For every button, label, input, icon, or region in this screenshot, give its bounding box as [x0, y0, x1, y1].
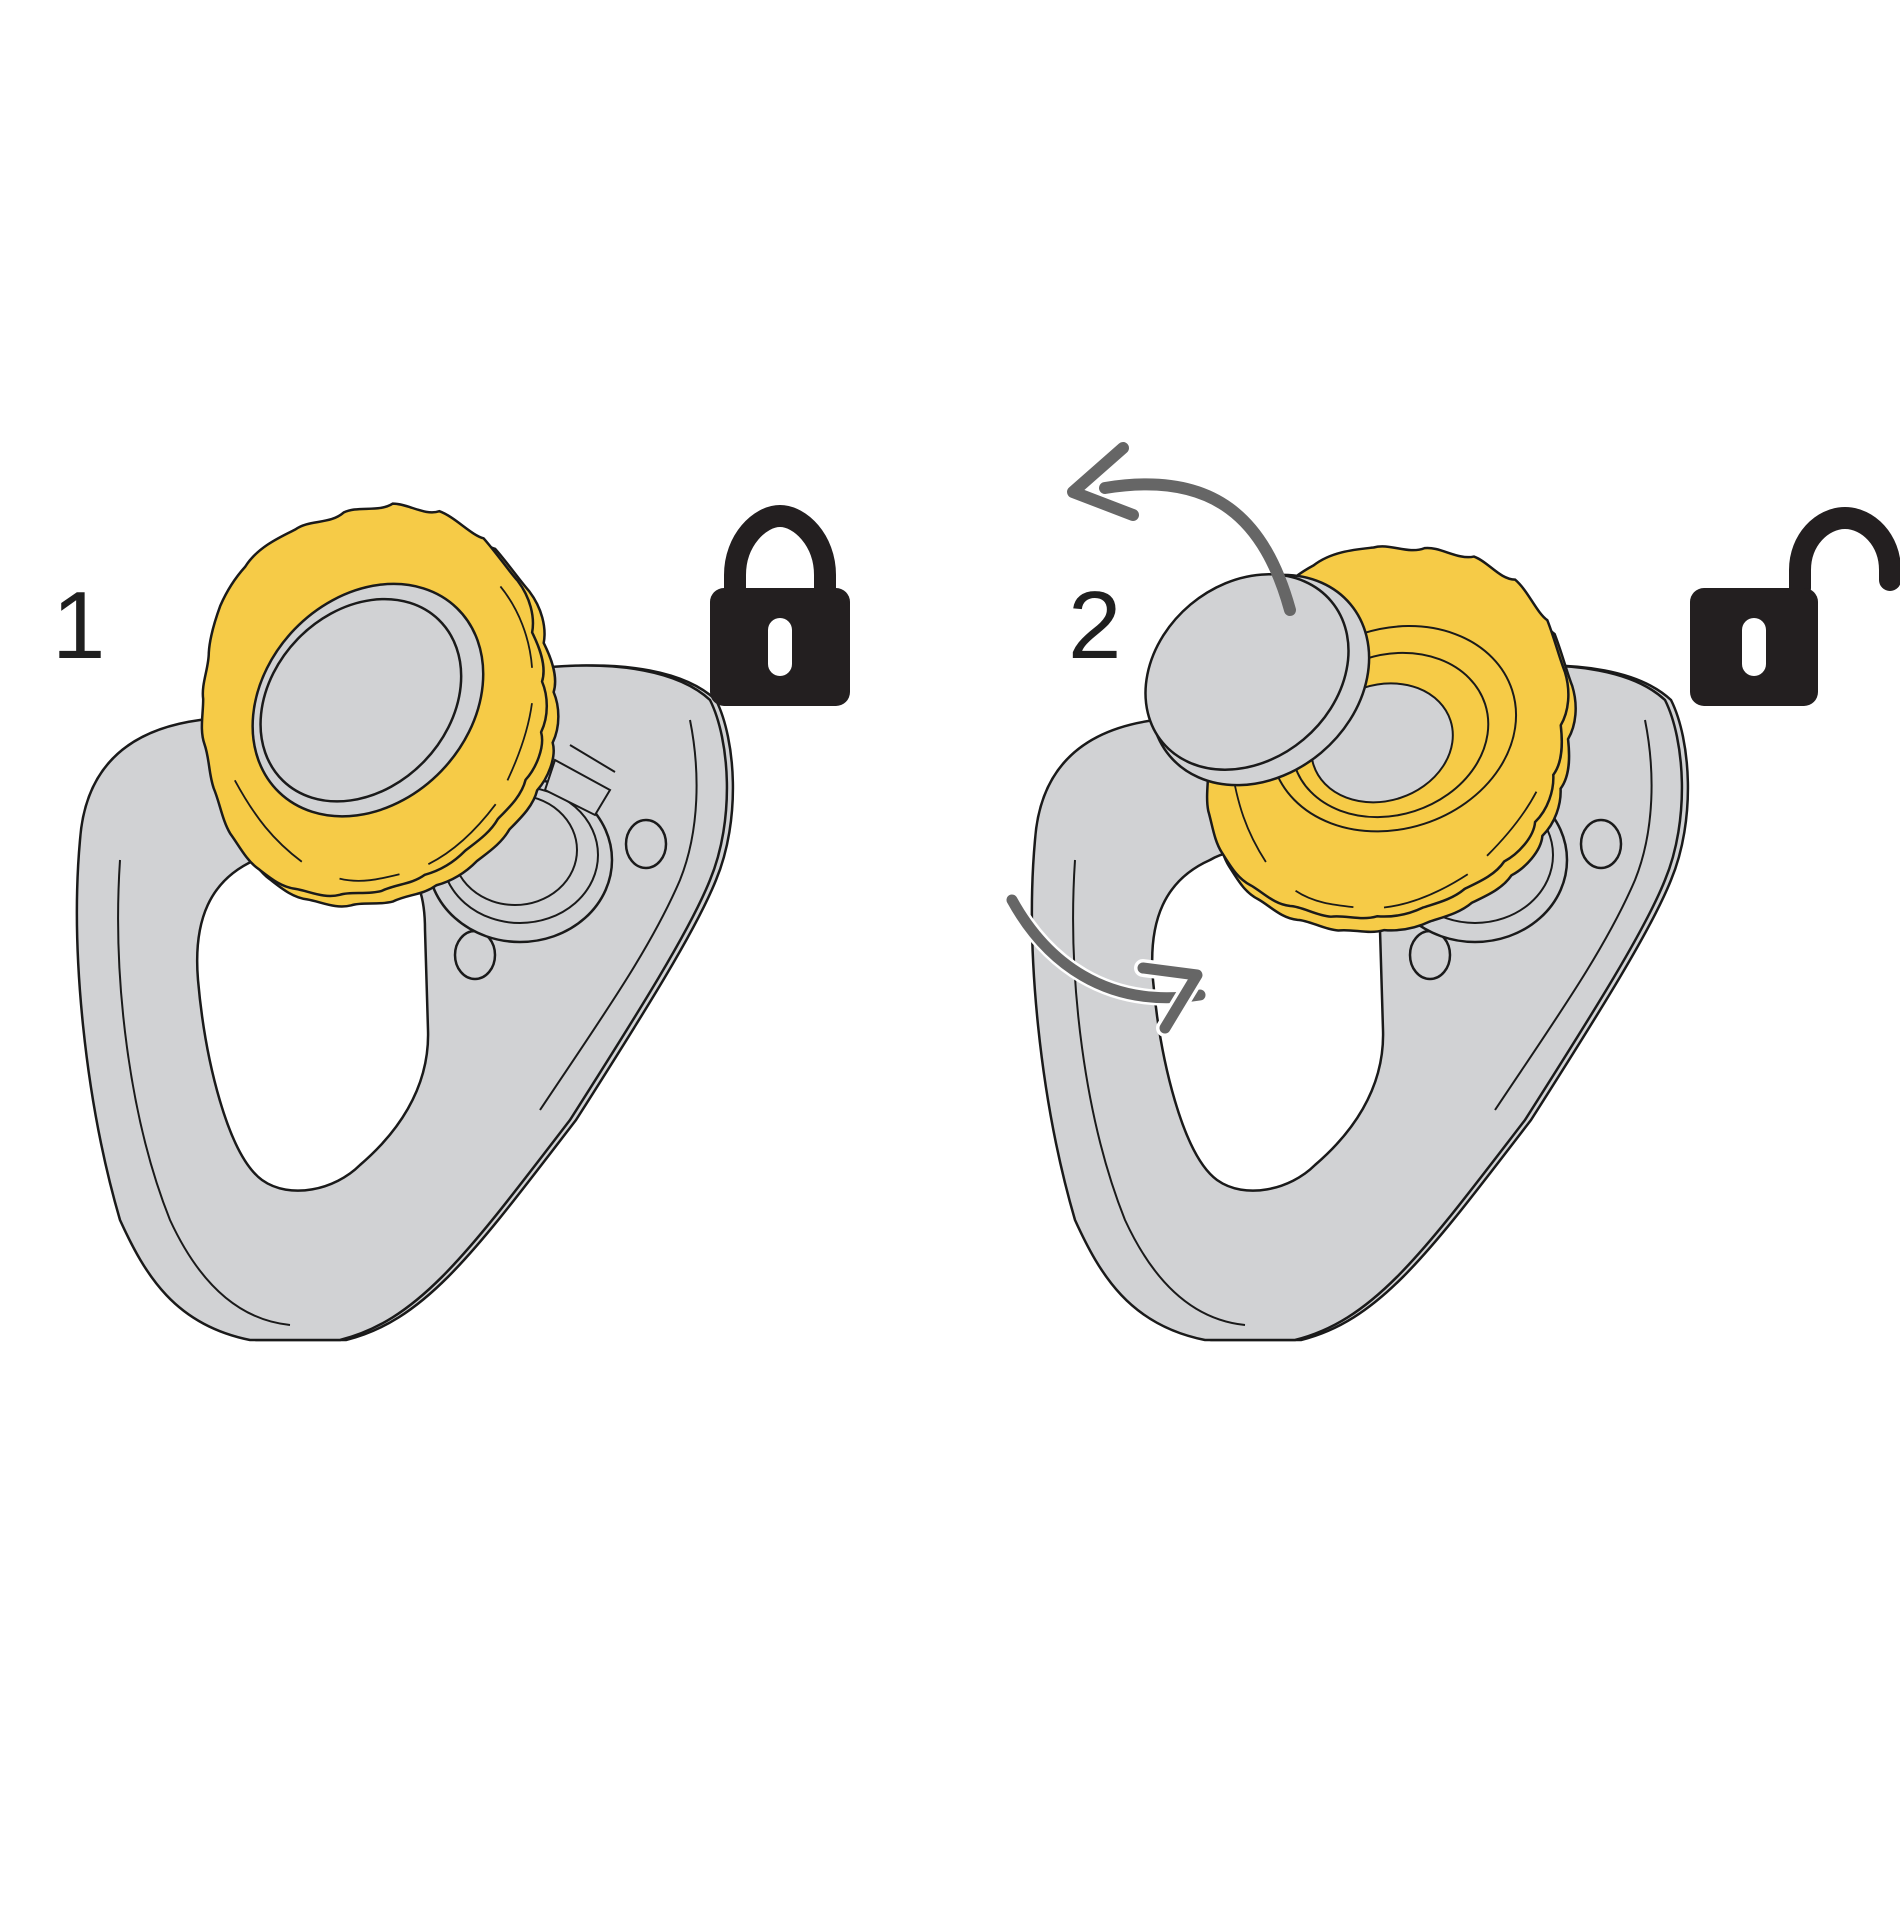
knob-cap	[1144, 573, 1371, 787]
rotation-arrow-top	[1067, 442, 1296, 616]
step-number-2: 2	[1068, 572, 1122, 679]
lock-closed-icon	[710, 504, 850, 706]
plate-hole-right	[1579, 818, 1623, 870]
knob-cap	[259, 597, 463, 803]
step-1-figure	[75, 484, 735, 1342]
rotation-arrow-bottom	[1004, 892, 1208, 1037]
plate-hole-right	[624, 818, 668, 870]
step-2-figure	[1004, 442, 1690, 1342]
knurled-knob	[172, 484, 585, 925]
lock-open-icon	[1690, 506, 1900, 706]
hanger-plate	[75, 664, 735, 1342]
hanger-plate	[1030, 664, 1690, 1342]
step-number-1: 1	[52, 572, 106, 679]
